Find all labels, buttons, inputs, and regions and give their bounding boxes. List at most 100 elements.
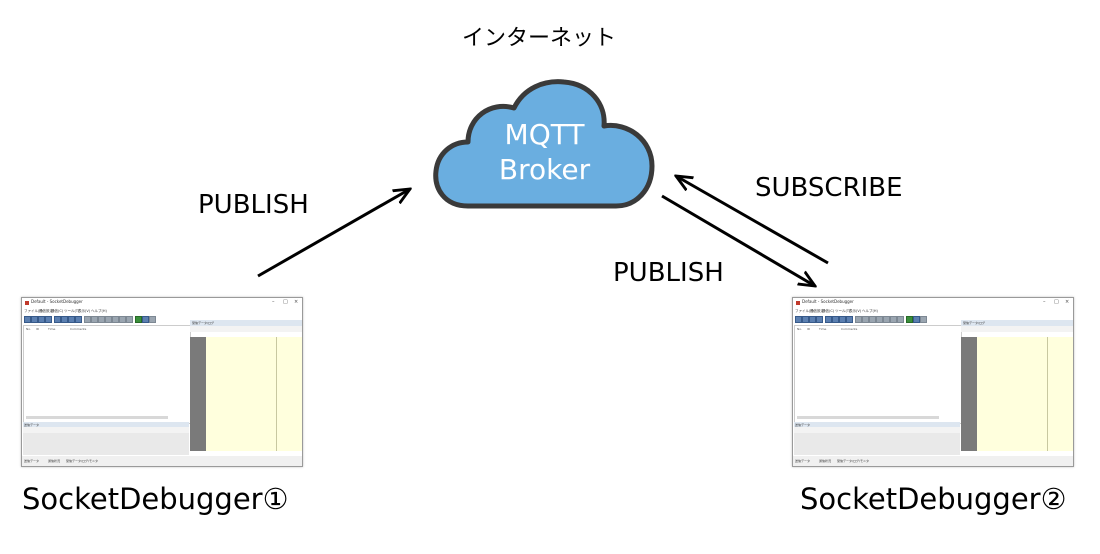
toolbar-icon xyxy=(75,316,82,323)
window-title: Default - SocketDebugger xyxy=(31,299,83,304)
packet-list-pane: No. ID Time Comments xyxy=(23,325,191,424)
menu-item: 表示(V) xyxy=(78,309,91,313)
publish-arrow-left xyxy=(257,189,410,278)
toolbar-icon xyxy=(142,316,149,323)
toolbar-icon xyxy=(906,316,913,323)
toolbar-icon xyxy=(91,316,98,323)
pane-toolbar xyxy=(961,326,1073,332)
toolbar-icon xyxy=(45,316,52,323)
app-icon xyxy=(796,301,800,305)
toolbar-icon xyxy=(839,316,846,323)
toolbar-icon xyxy=(119,316,126,323)
toolbar-icon xyxy=(920,316,927,323)
send-data-pane: 送信データ xyxy=(23,422,189,455)
pane-title: 送信データ xyxy=(24,422,40,427)
window-titlebar: Default - SocketDebugger – □ × xyxy=(22,298,302,308)
minimize-icon: – xyxy=(1043,299,1046,305)
column-label: Time xyxy=(48,327,56,331)
column-label: Comments xyxy=(841,327,858,331)
pane-title: 受信データ/ログ xyxy=(192,321,215,325)
broker-label-line2: Broker xyxy=(498,153,591,186)
toolbar-icon xyxy=(876,316,883,323)
status-tab: 送信データ xyxy=(24,459,40,463)
receive-log-pane: 受信データ/ログ xyxy=(961,320,1073,452)
toolbar-icon xyxy=(31,316,38,323)
toolbar xyxy=(22,315,302,324)
toolbar-icon xyxy=(105,316,112,323)
internet-label: インターネット xyxy=(462,26,617,51)
toolbar-icon xyxy=(869,316,876,323)
menu-item: ヘルプ(H) xyxy=(91,309,107,313)
status-tab: 受信データ/ログ/モニタ xyxy=(837,459,870,463)
toolbar-icon xyxy=(98,316,105,323)
receive-log-pane: 受信データ/ログ xyxy=(190,320,302,452)
toolbar-icon xyxy=(855,316,862,323)
toolbar-icon xyxy=(61,316,68,323)
menu-bar: ファイル(F) 通信設定 通信(C) ツール(T) 表示(V) ヘルプ(H) xyxy=(22,308,302,315)
menu-item: 通信(C) xyxy=(822,309,835,313)
pane-body xyxy=(794,433,960,455)
socketdebugger-window-1: Default - SocketDebugger – □ × ファイル(F) 通… xyxy=(21,297,303,467)
socketdebugger-window-2: Default - SocketDebugger – □ × ファイル(F) 通… xyxy=(792,297,1074,467)
column-label: ID xyxy=(36,327,40,331)
close-icon: × xyxy=(1065,299,1070,305)
send-data-pane: 送信データ xyxy=(794,422,960,455)
toolbar-icon xyxy=(38,316,45,323)
address-column xyxy=(190,337,206,451)
menu-item: ツール(T) xyxy=(64,309,80,313)
publish-arrow-right xyxy=(661,194,815,286)
column-header: No. ID Time Comments xyxy=(24,326,190,332)
toolbar-icon xyxy=(54,316,61,323)
maximize-icon: □ xyxy=(283,299,288,305)
menu-item: 通信設定 xyxy=(810,309,824,313)
status-tab: 受信データ/ログ/モニタ xyxy=(66,459,99,463)
column-label: Comments xyxy=(70,327,87,331)
horizontal-scrollbar xyxy=(797,416,939,419)
address-column xyxy=(961,337,977,451)
subscribe-label: SUBSCRIBE xyxy=(755,173,903,203)
pane-title: 受信データ/ログ xyxy=(963,321,986,325)
pane-toolbar xyxy=(190,326,302,332)
maximize-icon: □ xyxy=(1054,299,1059,305)
toolbar-icon xyxy=(897,316,904,323)
cloud-icon xyxy=(433,79,655,209)
pane-body xyxy=(23,433,189,455)
toolbar-icon xyxy=(68,316,75,323)
window-title: Default - SocketDebugger xyxy=(802,299,854,304)
column-label: No. xyxy=(797,327,802,331)
menu-item: ファイル(F) xyxy=(24,309,43,313)
minimize-icon: – xyxy=(272,299,275,305)
column-label: ID xyxy=(807,327,811,331)
toolbar-icon xyxy=(84,316,91,323)
status-tab: 通信状況 xyxy=(48,459,61,463)
toolbar-icon xyxy=(24,316,31,323)
hex-view xyxy=(977,337,1073,451)
toolbar-icon xyxy=(890,316,897,323)
hex-view xyxy=(206,337,302,451)
window-titlebar: Default - SocketDebugger – □ × xyxy=(793,298,1073,308)
horizontal-scrollbar xyxy=(26,416,168,419)
debugger2-label: SocketDebugger② xyxy=(800,482,1067,516)
menu-item: ファイル(F) xyxy=(795,309,814,313)
pane-toolbar xyxy=(794,427,960,433)
column-header: No. ID Time Comments xyxy=(795,326,961,332)
toolbar-icon xyxy=(795,316,802,323)
pane-toolbar xyxy=(23,427,189,433)
menu-item: ツール(T) xyxy=(835,309,851,313)
toolbar-icon xyxy=(846,316,853,323)
toolbar-icon xyxy=(862,316,869,323)
toolbar-icon xyxy=(825,316,832,323)
broker-label-line1: MQTT xyxy=(504,118,585,151)
toolbar-icon xyxy=(126,316,133,323)
status-tab: 送信データ xyxy=(795,459,811,463)
subscribe-arrow xyxy=(676,176,829,265)
toolbar-icon xyxy=(816,316,823,323)
publish-label-right: PUBLISH xyxy=(613,258,724,288)
debugger1-label: SocketDebugger① xyxy=(22,482,289,516)
status-tab: 通信状況 xyxy=(819,459,832,463)
pane-title: 送信データ xyxy=(795,422,811,427)
toolbar xyxy=(793,315,1073,324)
menu-item: 通信設定 xyxy=(39,309,53,313)
close-icon: × xyxy=(294,299,299,305)
app-icon xyxy=(25,301,29,305)
